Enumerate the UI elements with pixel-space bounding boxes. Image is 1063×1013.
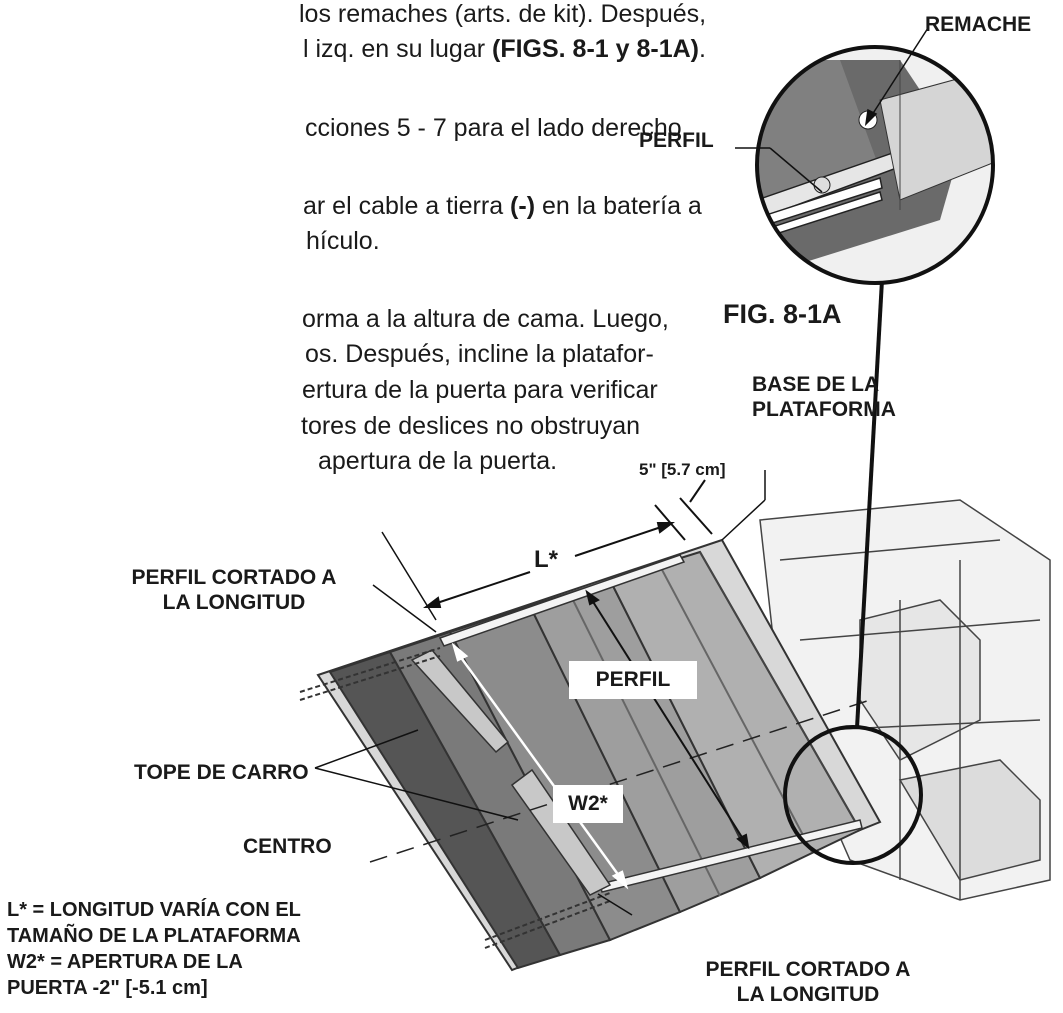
note-line-3: W2* = APERTURA DE LA	[7, 951, 243, 973]
perfil-top	[438, 554, 686, 647]
label-tope-de-carro: TOPE DE CARRO	[134, 761, 309, 784]
instruction-line-10: apertura de la puerta.	[318, 447, 558, 475]
tope-block-lower	[510, 768, 612, 896]
instruction-line-2-post: .	[699, 35, 706, 63]
instruction-line-2-pre: l izq. en su lugar	[303, 35, 492, 63]
instruction-line-2: l izq. en su lugar (FIGS. 8-1 y 8-1A).	[303, 34, 706, 65]
label-perfil-cortado-top-line2: LA LONGITUD	[162, 591, 306, 614]
instruction-line-8: ertura de la puerta para verificar	[302, 376, 658, 404]
instruction-line-4-pre: ar el cable a tierra	[303, 192, 511, 220]
detail-view	[755, 45, 995, 285]
instruction-line-1: los remaches (arts. de kit). Después,	[299, 0, 707, 28]
detail-connector	[855, 279, 884, 729]
center-line	[369, 699, 871, 863]
instruction-line-5: hículo.	[306, 227, 380, 255]
instruction-line-6: orma a la altura de cama. Luego,	[302, 305, 669, 333]
instruction-line-4-post: en la batería a	[535, 192, 702, 220]
note-line-1: L* = LONGITUD VARÍA CON EL	[7, 899, 301, 921]
label-perfil-cortado-top: PERFIL CORTADO A LA LONGITUD	[96, 565, 372, 615]
note-block: L* = LONGITUD VARÍA CON EL TAMAÑO DE LA …	[7, 897, 301, 1001]
label-perfil-cortado-bottom-line1: PERFIL CORTADO A	[705, 958, 911, 981]
label-l-star: L*	[534, 546, 558, 573]
note-line-4: PUERTA -2" [-5.1 cm]	[7, 977, 208, 999]
instruction-line-7: os. Después, incline la platafor-	[305, 340, 654, 368]
label-perfil-main: PERFIL	[569, 661, 697, 699]
label-base-line2: PLATAFORMA	[752, 398, 896, 421]
label-remache: REMACHE	[925, 13, 1032, 36]
label-w2: W2*	[553, 785, 623, 823]
label-perfil-detail: PERFIL	[639, 129, 714, 152]
label-perfil-cortado-bottom: PERFIL CORTADO A LA LONGITUD	[670, 957, 946, 1007]
note-line-2: TAMAÑO DE LA PLATAFORMA	[7, 925, 301, 947]
label-base-plataforma: BASE DE LA PLATAFORMA	[752, 372, 896, 422]
instruction-line-4: ar el cable a tierra (-) en la batería a	[303, 191, 702, 222]
label-perfil-cortado-top-line1: PERFIL CORTADO A	[131, 566, 337, 589]
figs-reference: (FIGS. 8-1 y 8-1A)	[492, 35, 699, 63]
figure-caption: FIG. 8-1A	[723, 299, 842, 329]
ground-symbol: (-)	[510, 192, 536, 220]
label-dimension: 5" [5.7 cm]	[639, 460, 726, 479]
detail-circle-small	[783, 725, 923, 865]
label-perfil-cortado-bottom-line2: LA LONGITUD	[736, 983, 880, 1006]
instruction-line-9: tores de deslices no obstruyan	[301, 412, 641, 440]
label-centro: CENTRO	[243, 835, 332, 858]
label-base-line1: BASE DE LA	[752, 373, 880, 396]
instruction-line-3: cciones 5 - 7 para el lado derecho.	[305, 114, 689, 142]
